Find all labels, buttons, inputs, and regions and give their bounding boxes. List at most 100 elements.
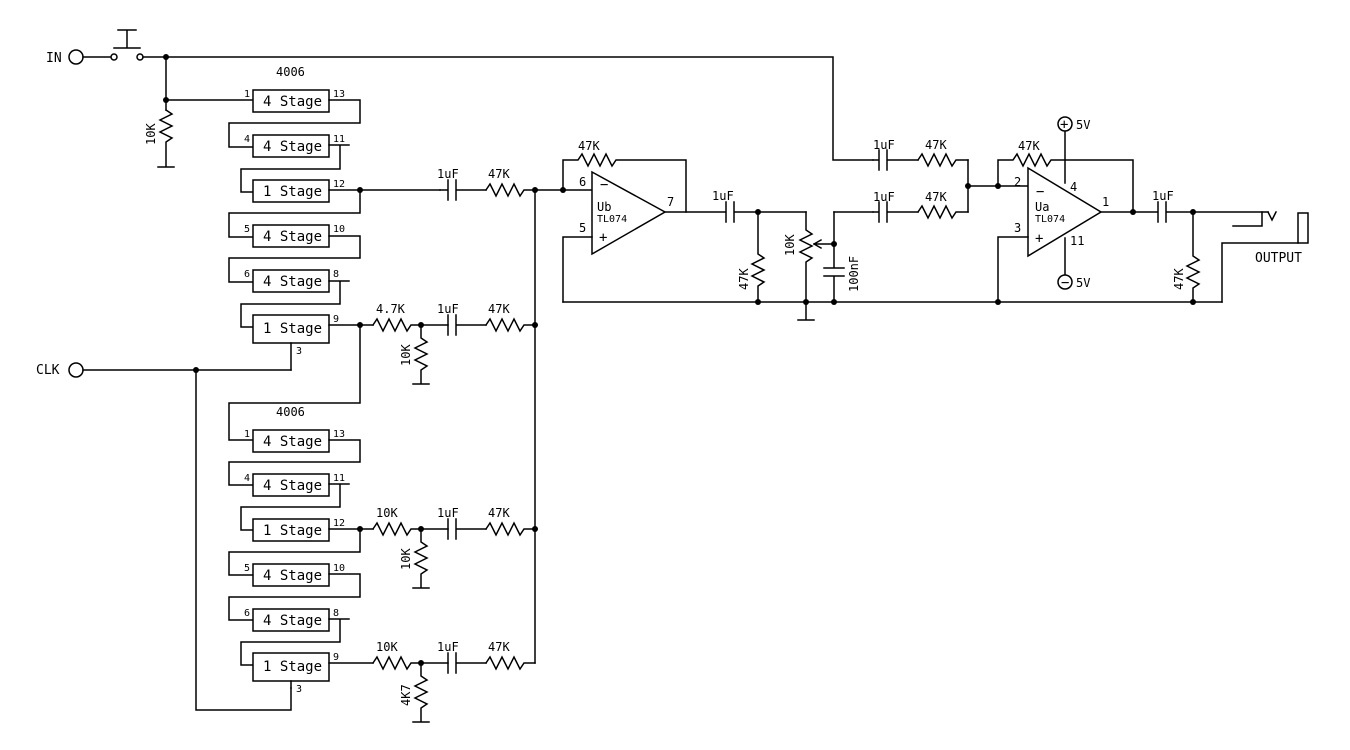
chip-b-block-5 — [252, 608, 330, 632]
opamp-ub: − + Ub TL074 6 5 7 47K 1uF 47K — [534, 139, 807, 303]
pos-supply-symbol: + — [1060, 117, 1068, 133]
chip-b-block-2-label: 4 Stage — [263, 478, 322, 494]
chip-a-block-1 — [252, 89, 330, 113]
ua-pin-vn: 11 — [1070, 234, 1084, 248]
in-jack — [68, 49, 84, 65]
chip-b-pin: 12 — [333, 518, 345, 529]
ub-pin-out: 7 — [667, 195, 674, 209]
chip-b-block-5-label: 4 Stage — [263, 613, 322, 629]
chip-b-block-1 — [252, 429, 330, 453]
ub-minus: − — [600, 177, 608, 193]
c-dry-label: 1uF — [873, 138, 895, 152]
chip-a-pin: 12 — [333, 179, 345, 190]
ua-plus: + — [1035, 231, 1043, 247]
c-tap2-label: 1uF — [437, 302, 459, 316]
ub-plus: + — [599, 230, 607, 246]
output-jack-sleeve — [1297, 212, 1309, 244]
r-fb-a-label: 47K — [1018, 139, 1040, 153]
chip-a-block-4-label: 4 Stage — [263, 229, 322, 245]
chip-a-pin: 5 — [244, 224, 250, 235]
clk-label: CLK — [36, 363, 60, 378]
r-sh2-label: 10K — [399, 344, 413, 366]
pos-supply — [1057, 116, 1073, 132]
ground-rail — [562, 299, 1223, 305]
ub-pin-inv: 6 — [579, 175, 586, 189]
c-tap1-label: 1uF — [437, 167, 459, 181]
chip-b-pin: 13 — [333, 429, 345, 440]
opamp-ua: − + Ua TL074 2 3 1 4 11 47K + 5V − 5V 1u… — [995, 116, 1269, 303]
in-label: IN — [46, 51, 62, 66]
r-fb-b-label: 47K — [578, 139, 600, 153]
ua-name: Ua — [1035, 200, 1049, 214]
push-switch — [110, 29, 144, 61]
ub-part: TL074 — [597, 214, 627, 225]
chip-a-block-2-label: 4 Stage — [263, 139, 322, 155]
output-label: OUTPUT — [1255, 251, 1302, 266]
neg-supply-label: 5V — [1076, 276, 1090, 290]
chip-b-pin: 1 — [244, 429, 250, 440]
c-tap3-label: 1uF — [437, 506, 459, 520]
ua-part: TL074 — [1035, 214, 1065, 225]
chip-a-pin: 9 — [333, 314, 339, 325]
chip-b-pin: 9 — [333, 652, 339, 663]
chip-b-pin: 8 — [333, 608, 339, 619]
r-tap3-label: 47K — [488, 506, 510, 520]
r-tap4-label: 47K — [488, 640, 510, 654]
neg-supply — [1057, 274, 1073, 290]
chip-b-block-4-label: 4 Stage — [263, 568, 322, 584]
ua-minus: − — [1036, 184, 1044, 200]
chip-b-pin: 3 — [296, 684, 302, 695]
clk-jack — [68, 362, 84, 378]
chip-a-pin: 11 — [333, 134, 345, 145]
chip-4006-a: 4006 4 Stage 1 13 4 Stage 4 11 1 Stage 1… — [228, 65, 441, 441]
ua-pin-vp: 4 — [1070, 180, 1077, 194]
chip-a-block-2 — [252, 134, 330, 158]
chip-a-block-3 — [252, 179, 330, 203]
c-pot-label: 100nF — [847, 256, 861, 292]
r-b-gnd-label: 47K — [737, 268, 751, 290]
chip-b-block-3 — [252, 518, 330, 542]
chip-b-pin: 5 — [244, 563, 250, 574]
c-b-out-label: 1uF — [712, 189, 734, 203]
input-section: IN 10K — [46, 29, 874, 168]
ua-pin-non: 3 — [1014, 221, 1021, 235]
opamp-ua-body — [1027, 166, 1103, 258]
pos-supply-label: 5V — [1076, 118, 1090, 132]
chip-b-block-2 — [252, 473, 330, 497]
r-tap1-label: 47K — [488, 167, 510, 181]
chip-a-pin: 1 — [244, 89, 250, 100]
r-div3-label: 10K — [376, 506, 398, 520]
chip-b-pin: 6 — [244, 608, 250, 619]
clk-section: CLK — [36, 362, 292, 711]
chip-a-block-6-label: 1 Stage — [263, 321, 322, 337]
chip-b-pin: 10 — [333, 563, 345, 574]
chip-a-pin: 8 — [333, 269, 339, 280]
ub-name: Ub — [597, 200, 611, 214]
r-sh3-label: 10K — [399, 548, 413, 570]
r-in-label: 10K — [144, 123, 158, 145]
r-sh4-label: 4K7 — [399, 684, 413, 706]
ua-pin-out: 1 — [1102, 195, 1109, 209]
c-wet-label: 1uF — [873, 190, 895, 204]
chip-b-pin: 11 — [333, 473, 345, 484]
r-out-label: 47K — [1172, 268, 1186, 290]
r-wet-label: 47K — [925, 190, 947, 204]
opamp-ub-body — [591, 170, 667, 256]
neg-supply-symbol: − — [1061, 275, 1069, 291]
chip-4006-b: 4006 4 Stage 1 13 4 Stage 4 11 1 Stage 1… — [228, 405, 374, 695]
r-tap2-label: 47K — [488, 302, 510, 316]
r-div4-label: 10K — [376, 640, 398, 654]
ua-pin-inv: 2 — [1014, 175, 1021, 189]
ub-pin-non: 5 — [579, 221, 586, 235]
r-div2-label: 4.7K — [376, 302, 406, 316]
chip-b-pin: 4 — [244, 473, 250, 484]
chip-a-block-1-label: 4 Stage — [263, 94, 322, 110]
chip-a-pin: 10 — [333, 224, 345, 235]
c-tap4-label: 1uF — [437, 640, 459, 654]
r-dry-label: 47K — [925, 138, 947, 152]
output-jack: OUTPUT — [1221, 210, 1309, 303]
mix-network: 1uF 47K 1uF 47K — [872, 138, 1029, 223]
pot-label: 10K — [783, 234, 797, 256]
chip-b-part: 4006 — [276, 405, 305, 419]
